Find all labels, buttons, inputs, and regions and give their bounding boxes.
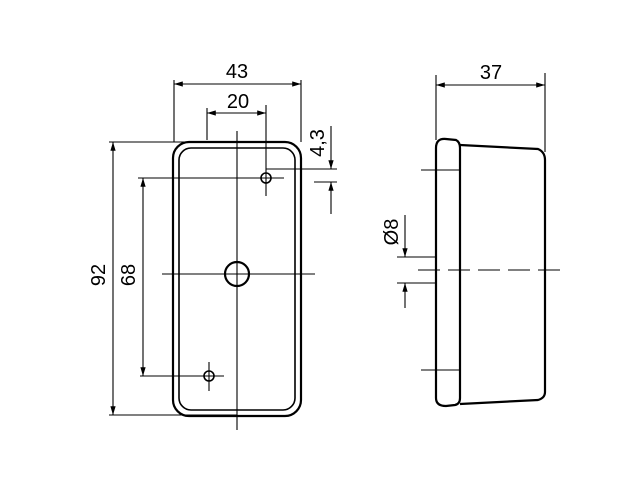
body-outline [459,143,547,406]
front-view: 43 20 4,3 92 68 [88,61,337,430]
dimension-width-label: 43 [226,61,248,83]
center-cable-hole [223,260,251,288]
dimension-offset-label: 4,3 [307,129,329,157]
dimension-hole-spacing-label: 20 [227,91,249,113]
flange-outline [434,137,462,408]
dimension-depth-label: 37 [480,62,502,84]
dimension-height-label: 92 [88,264,110,286]
dimension-hole-vertical-spacing-label: 68 [118,264,140,286]
dimension-diameter-label: Ø8 [381,219,403,246]
side-view: 37 Ø8 [381,62,560,408]
